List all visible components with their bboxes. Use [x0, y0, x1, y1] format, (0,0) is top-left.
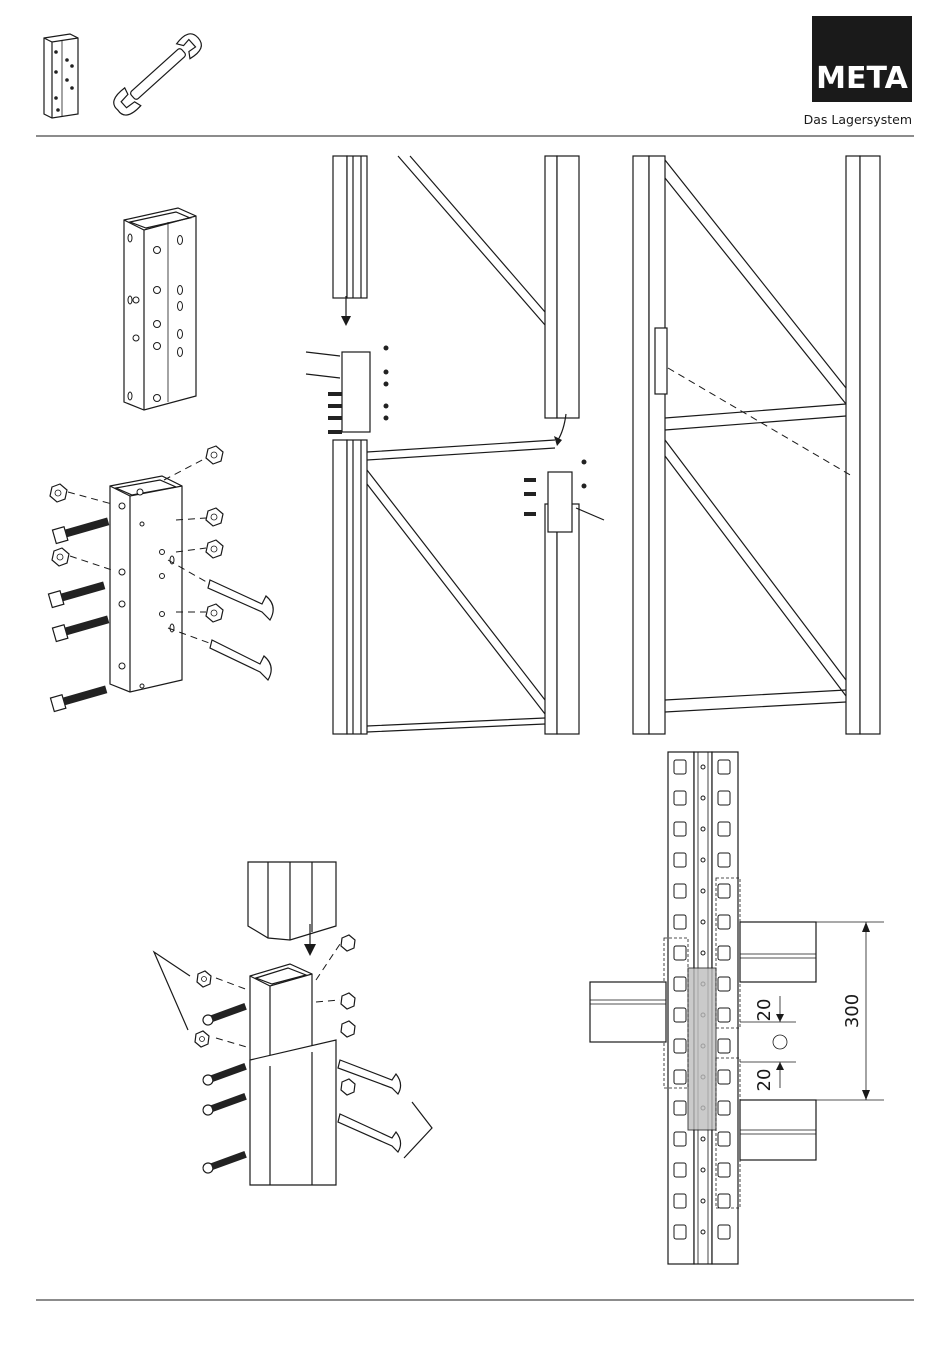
dim-total-height: 300	[842, 994, 863, 1028]
bracing	[367, 156, 555, 732]
slot	[718, 1008, 730, 1022]
slot	[718, 1225, 730, 1239]
slot	[674, 822, 686, 836]
bolt-group-left	[48, 484, 110, 711]
slot	[674, 853, 686, 867]
dim-upper-offset: 20	[754, 999, 775, 1022]
slot	[718, 915, 730, 929]
meta-logo: META	[812, 16, 912, 102]
logo-tagline: Das Lagersystem	[804, 112, 912, 127]
upper-left-upright	[333, 156, 367, 298]
slot	[718, 1101, 730, 1115]
slot	[718, 1070, 730, 1084]
sleeve-overlap	[688, 968, 716, 1130]
slot	[674, 1070, 686, 1084]
header: META Das Lagersystem	[36, 16, 914, 136]
installed-sleeve-left	[655, 328, 667, 394]
slot	[674, 1101, 686, 1115]
slot	[718, 1039, 730, 1053]
joint-detail-drawing	[154, 862, 432, 1185]
slot	[674, 791, 686, 805]
frame-extension-drawing	[306, 156, 604, 734]
sleeve-part-drawing	[124, 208, 196, 410]
sleeve-bolt-assembly-drawing	[48, 446, 273, 711]
slot	[674, 1039, 686, 1053]
nut-group-right	[206, 446, 223, 622]
slot	[718, 822, 730, 836]
slot	[674, 884, 686, 898]
beam-right-upper	[740, 922, 816, 982]
left-sleeve	[342, 352, 370, 432]
slot	[674, 1132, 686, 1146]
bolt-callout	[404, 1102, 432, 1158]
slot	[718, 946, 730, 960]
joint-bolts	[202, 1002, 248, 1175]
slot	[674, 1194, 686, 1208]
slot	[674, 915, 686, 929]
slot	[718, 977, 730, 991]
slot	[674, 946, 686, 960]
slot	[718, 853, 730, 867]
frame-assembled-drawing	[633, 156, 880, 734]
slot	[718, 1163, 730, 1177]
slot	[674, 760, 686, 774]
slot	[674, 1008, 686, 1022]
dimension-detail-drawing: 20 20 300	[590, 752, 884, 1264]
slot	[718, 884, 730, 898]
alignment-dashed	[668, 368, 852, 476]
joint-carriage-bolts	[338, 1060, 401, 1152]
nut-callout	[154, 952, 190, 1030]
right-sleeve	[548, 472, 572, 532]
slot	[674, 1225, 686, 1239]
dim-lower-offset: 20	[754, 1069, 775, 1092]
slot	[718, 760, 730, 774]
slot	[674, 1163, 686, 1177]
wrench-icon	[110, 29, 207, 120]
slot	[718, 1194, 730, 1208]
logo-text: META	[816, 61, 908, 96]
slot	[718, 791, 730, 805]
lower-left-upright	[333, 440, 367, 734]
slot	[674, 977, 686, 991]
right-upright	[545, 156, 579, 734]
beam-left	[590, 982, 666, 1042]
carriage-bolts	[208, 580, 273, 680]
slot	[718, 1132, 730, 1146]
connector-sleeve-icon	[44, 34, 78, 118]
